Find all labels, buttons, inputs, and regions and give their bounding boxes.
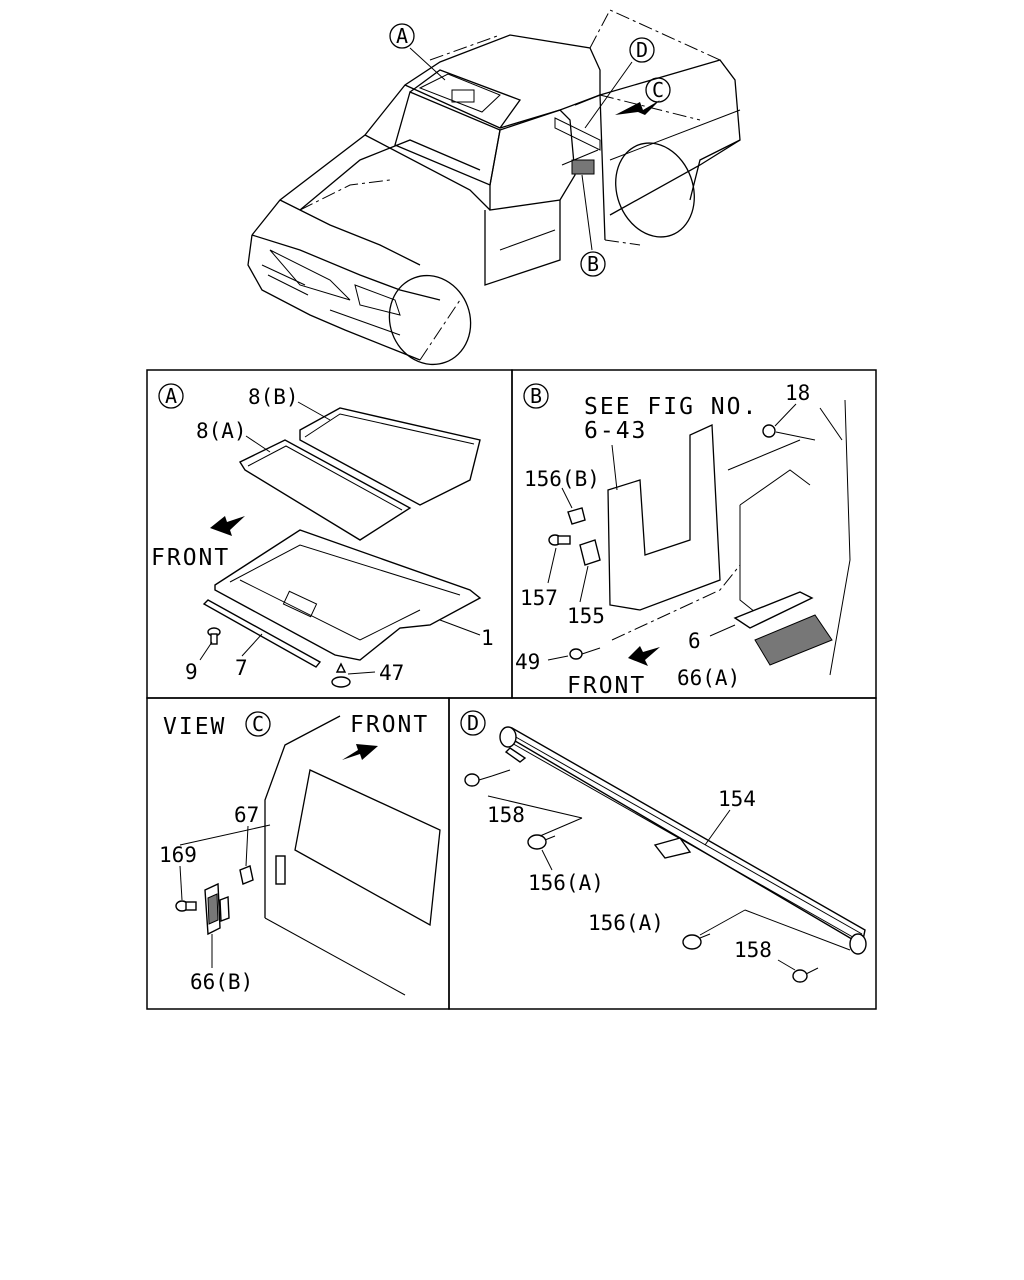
clip-67 — [239, 865, 254, 885]
screw-18 — [762, 424, 816, 441]
panel-b-front-arrow — [628, 646, 660, 666]
truck-overview — [247, 9, 741, 366]
label-8a: 8(A) — [196, 419, 247, 443]
panel-b-marker: B — [523, 383, 549, 409]
panel-c-front-arrow — [342, 744, 378, 760]
overview-callout-a: A — [389, 23, 415, 49]
label-158-lower: 158 — [734, 938, 772, 962]
label-18: 18 — [785, 381, 810, 405]
label-47: 47 — [379, 661, 404, 685]
label-8b: 8(B) — [248, 385, 299, 409]
label-169: 169 — [159, 843, 197, 867]
label-66b: 66(B) — [190, 970, 253, 994]
svg-text:D: D — [467, 711, 479, 735]
svg-text:A: A — [165, 384, 177, 408]
overview-callout-d: D — [629, 37, 655, 63]
svg-text:D: D — [636, 38, 648, 62]
label-156a-lower: 156(A) — [588, 911, 664, 935]
rail-154 — [499, 726, 867, 955]
label-155: 155 — [567, 604, 605, 628]
clip-47 — [331, 662, 351, 688]
panel-a-front-text: FRONT — [151, 545, 230, 571]
label-1: 1 — [481, 626, 494, 650]
sunshade-8b — [299, 407, 481, 506]
screw-9 — [207, 627, 221, 645]
label-156b: 156(B) — [524, 467, 600, 491]
label-9: 9 — [185, 660, 198, 684]
label-66a: 66(A) — [677, 666, 740, 690]
label-157: 157 — [520, 586, 558, 610]
overview-callout-b: B — [580, 251, 606, 277]
vent-duct-6 — [733, 591, 814, 629]
overview-callout-c: C — [645, 77, 671, 103]
label-158-upper: 158 — [487, 803, 525, 827]
label-6: 6 — [688, 629, 701, 653]
label-49: 49 — [515, 650, 540, 674]
panel-a-front-arrow — [210, 516, 245, 536]
label-67: 67 — [234, 803, 259, 827]
svg-text:B: B — [530, 384, 542, 408]
panel-d-frame — [448, 697, 877, 1010]
rear-trim-panel — [607, 424, 721, 611]
bracket-7 — [202, 599, 322, 668]
svg-text:C: C — [252, 712, 264, 736]
sunshade-8a — [238, 439, 412, 541]
panel-d-marker: D — [460, 710, 486, 736]
label-7: 7 — [235, 656, 248, 680]
vent-grille-66a — [754, 614, 833, 666]
svg-text:B: B — [587, 252, 599, 276]
see-fig-line1: SEE FIG NO. — [584, 394, 758, 420]
svg-text:A: A — [396, 24, 408, 48]
screw-156a-lower — [682, 933, 711, 950]
panel-a-marker: A — [158, 383, 184, 409]
screw-169 — [175, 900, 197, 912]
screw-158-upper — [464, 773, 493, 787]
svg-text:C: C — [652, 78, 664, 102]
label-154: 154 — [718, 787, 756, 811]
see-fig-line2: 6-43 — [584, 418, 647, 444]
head-lining-1 — [214, 529, 482, 661]
view-text: VIEW — [163, 714, 226, 740]
label-156a-upper: 156(A) — [528, 871, 604, 895]
panel-c-front-text: FRONT — [350, 712, 429, 738]
panel-b-front-text: FRONT — [567, 673, 646, 699]
screw-158-lower — [792, 967, 819, 983]
clip-156b — [567, 507, 586, 525]
screw-49 — [569, 647, 601, 660]
clip-155 — [579, 539, 601, 566]
fastener-157 — [548, 534, 571, 546]
panel-c-marker: C — [245, 711, 271, 737]
screw-156a-upper — [527, 834, 556, 850]
